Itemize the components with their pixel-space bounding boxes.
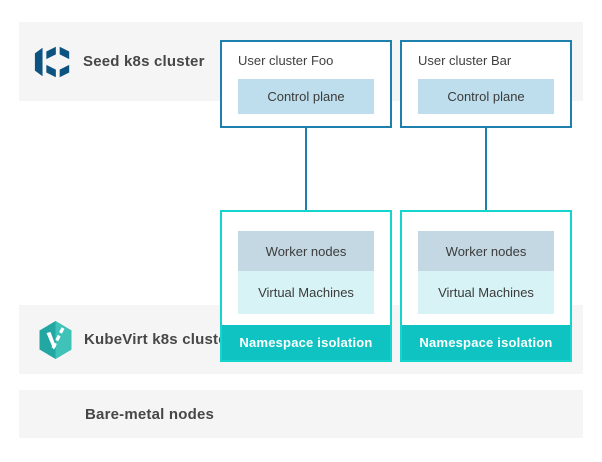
connector-bar bbox=[485, 126, 487, 212]
baremetal-label: Bare-metal nodes bbox=[85, 405, 215, 423]
virtual-machines-bar: Virtual Machines bbox=[418, 271, 554, 314]
user-cluster-foo-title: User cluster Foo bbox=[238, 53, 334, 68]
seed-cluster-label: Seed k8s cluster bbox=[83, 53, 205, 70]
baremetal-band: Bare-metal nodes bbox=[19, 390, 583, 438]
kubermatic-logo-icon bbox=[33, 42, 73, 82]
worker-nodes-bar: Worker nodes bbox=[418, 231, 554, 271]
kubevirt-box-bar: Worker nodes Virtual Machines Namespace … bbox=[400, 210, 572, 362]
user-cluster-foo-box: User cluster Foo Control plane bbox=[220, 40, 392, 128]
user-cluster-bar-title: User cluster Bar bbox=[418, 53, 512, 68]
kubevirt-cluster-label: KubeVirt k8s cluster bbox=[84, 331, 233, 348]
kubevirt-logo-icon bbox=[37, 320, 74, 360]
virtual-machines-foo: Virtual Machines bbox=[238, 271, 374, 314]
namespace-isolation-bar: Namespace isolation bbox=[402, 325, 570, 360]
control-plane-bar: Control plane bbox=[418, 79, 554, 114]
worker-nodes-foo: Worker nodes bbox=[238, 231, 374, 271]
kubevirt-box-foo: Worker nodes Virtual Machines Namespace … bbox=[220, 210, 392, 362]
user-cluster-bar-box: User cluster Bar Control plane bbox=[400, 40, 572, 128]
control-plane-foo: Control plane bbox=[238, 79, 374, 114]
namespace-isolation-foo: Namespace isolation bbox=[222, 325, 390, 360]
connector-foo bbox=[305, 126, 307, 212]
